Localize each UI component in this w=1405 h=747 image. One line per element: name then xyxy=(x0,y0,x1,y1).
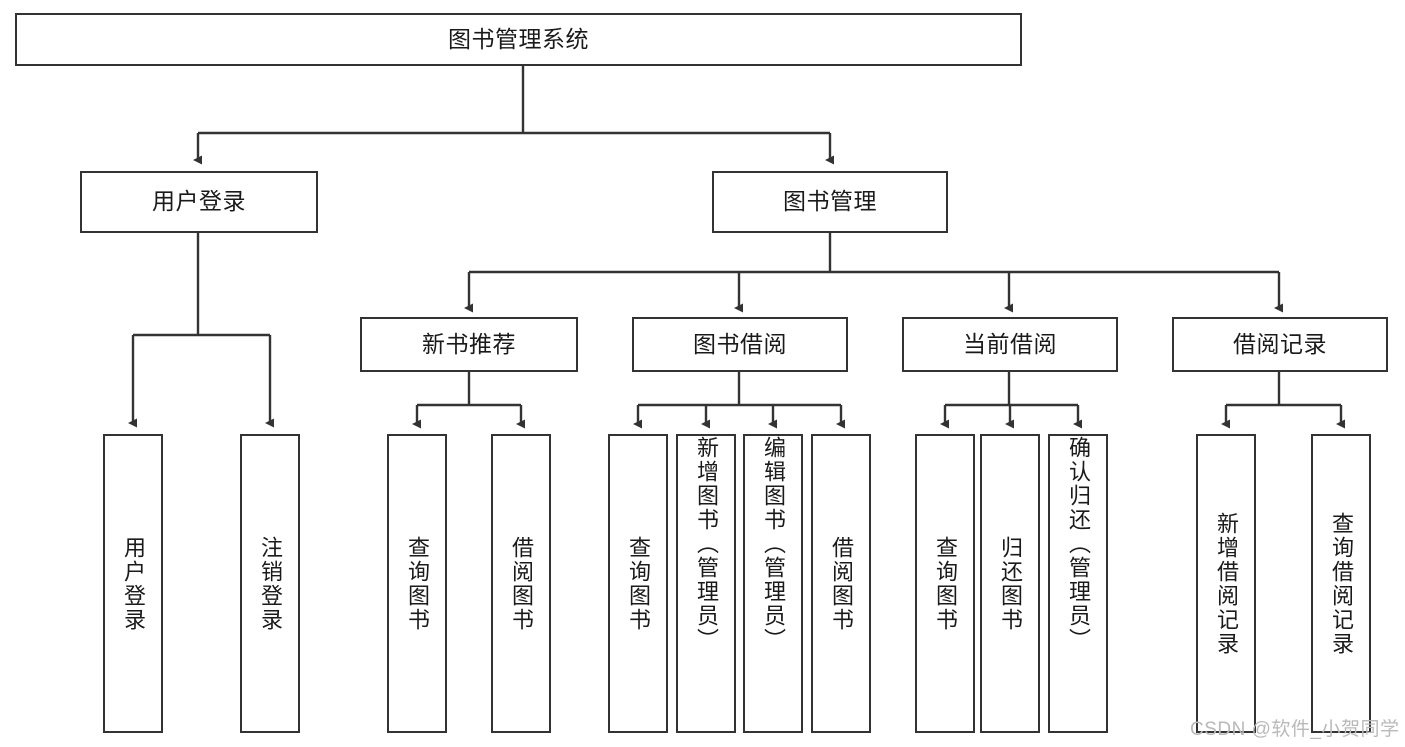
node-book-manage[interactable]: 图书管理 xyxy=(712,171,948,233)
node-leaf-borrow-book-2[interactable]: 借阅图书 xyxy=(811,434,871,733)
node-leaf-confirm-return[interactable]: 确认归还（管理员） xyxy=(1048,434,1108,733)
node-leaf-logout-label: 注销登录 xyxy=(257,535,283,632)
node-leaf-query-book-2-label: 查询图书 xyxy=(625,535,651,632)
node-book-borrow-label: 图书借阅 xyxy=(693,330,787,357)
node-borrow-record-label: 借阅记录 xyxy=(1233,330,1327,357)
watermark: CSDN @软件_小贺同学 xyxy=(1190,719,1400,740)
node-leaf-query-book-1-label: 查询图书 xyxy=(404,535,430,632)
node-leaf-query-book-3[interactable]: 查询图书 xyxy=(915,434,975,733)
node-book-manage-label: 图书管理 xyxy=(783,188,877,215)
node-new-book-rec-label: 新书推荐 xyxy=(422,330,516,357)
node-leaf-edit-book-label: 编辑图书（管理员） xyxy=(760,436,786,652)
node-borrow-record[interactable]: 借阅记录 xyxy=(1172,317,1388,372)
node-leaf-add-book-label: 新增图书（管理员） xyxy=(693,436,719,652)
node-leaf-add-record[interactable]: 新增借阅记录 xyxy=(1196,434,1256,733)
node-leaf-query-book-2[interactable]: 查询图书 xyxy=(608,434,668,733)
node-leaf-borrow-book-1-label: 借阅图书 xyxy=(508,535,534,632)
node-new-book-rec[interactable]: 新书推荐 xyxy=(360,317,578,372)
node-current-borrow-label: 当前借阅 xyxy=(963,330,1057,357)
node-root-label: 图书管理系统 xyxy=(448,25,589,52)
node-root[interactable]: 图书管理系统 xyxy=(15,13,1022,66)
node-user-login-label: 用户登录 xyxy=(152,188,246,215)
node-leaf-user-login-label: 用户登录 xyxy=(120,535,146,632)
node-leaf-logout[interactable]: 注销登录 xyxy=(240,434,300,733)
node-leaf-query-book-3-label: 查询图书 xyxy=(932,535,958,632)
node-leaf-add-book[interactable]: 新增图书（管理员） xyxy=(676,434,736,733)
node-leaf-query-record[interactable]: 查询借阅记录 xyxy=(1311,434,1371,733)
node-leaf-query-record-label: 查询借阅记录 xyxy=(1328,511,1354,656)
node-user-login[interactable]: 用户登录 xyxy=(80,171,318,233)
node-book-borrow[interactable]: 图书借阅 xyxy=(632,317,848,372)
node-leaf-edit-book[interactable]: 编辑图书（管理员） xyxy=(743,434,803,733)
node-leaf-borrow-book-2-label: 借阅图书 xyxy=(828,535,854,632)
node-leaf-return-book[interactable]: 归还图书 xyxy=(980,434,1040,733)
node-leaf-borrow-book-1[interactable]: 借阅图书 xyxy=(491,434,551,733)
node-current-borrow[interactable]: 当前借阅 xyxy=(902,317,1118,372)
node-leaf-query-book-1[interactable]: 查询图书 xyxy=(387,434,447,733)
node-leaf-confirm-return-label: 确认归还（管理员） xyxy=(1065,436,1091,652)
node-leaf-user-login[interactable]: 用户登录 xyxy=(103,434,163,733)
node-leaf-add-record-label: 新增借阅记录 xyxy=(1213,511,1239,656)
node-leaf-return-book-label: 归还图书 xyxy=(997,535,1023,632)
